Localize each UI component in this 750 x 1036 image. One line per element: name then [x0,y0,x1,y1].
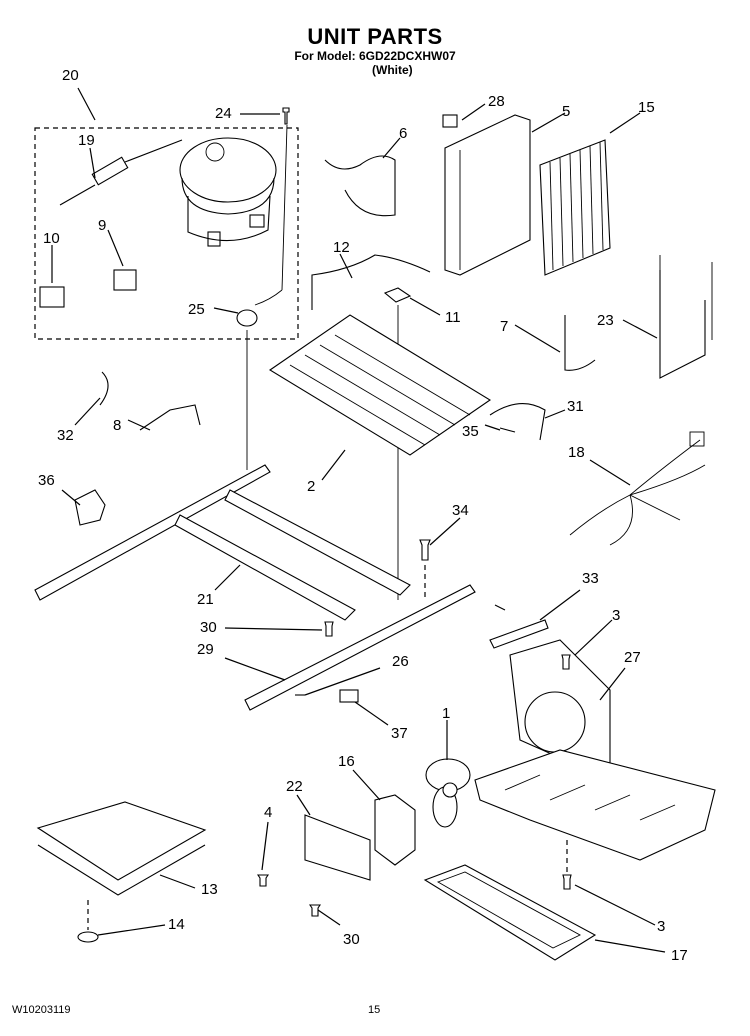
callout-label: 21 [197,591,214,608]
callout-label: 26 [392,653,409,670]
compressor-assembly-boundary [34,127,299,340]
screw-part [499,427,516,433]
callout-label: 23 [597,312,614,329]
drain-pan-liner-part [36,801,207,881]
callout-label: 31 [567,398,584,415]
document-number: W10203119 [12,1004,71,1016]
screw-part [494,604,506,611]
callout-label: 34 [452,502,469,519]
screw-part [282,107,290,125]
condenser-part [268,314,492,456]
drain-pan-part [423,864,597,961]
callout-label: 35 [462,423,479,440]
condenser-tube-part [564,315,596,371]
callout-label: 7 [500,318,508,335]
screw-part [324,621,334,637]
model-number: For Model: 6GD22DCXHW07 [294,49,456,63]
drain-tube-part [99,371,109,406]
model-color: (White) [372,63,413,77]
screw-part [256,874,270,887]
callout-label: 8 [113,417,121,434]
rail-part [244,584,476,711]
evaporator-cover-part [444,114,531,276]
callout-label: 3 [612,607,620,624]
callout-label: 17 [671,947,688,964]
callout-label: 15 [638,99,655,116]
callout-labels: 20 19 24 28 5 15 6 10 9 12 25 11 7 23 32… [38,67,688,964]
bushing-part [339,689,359,703]
evaporator-part [539,139,611,276]
callout-label: 30 [200,619,217,636]
tube-part [324,155,396,217]
callout-label: 10 [43,230,60,247]
clip-part [442,114,458,128]
callout-label: 12 [333,239,350,256]
callout-label: 30 [343,931,360,948]
motor-bracket-part [304,814,371,881]
fan-motor-part [374,794,416,866]
grommet-part [236,309,258,327]
page-number: 15 [368,1004,381,1016]
callout-label: 32 [57,427,74,444]
compressor-part [179,137,277,247]
heat-exchanger-part [311,254,431,310]
callout-label: 2 [307,478,315,495]
tube-assembly-part [659,270,706,379]
callout-label: 1 [442,705,450,722]
callout-label: 3 [657,918,665,935]
callout-label: 22 [286,778,303,795]
relay-part [39,286,65,308]
callout-label: 18 [568,444,585,461]
callout-label: 29 [197,641,214,658]
callout-label: 13 [201,881,218,898]
screw-part [308,904,322,917]
callout-label: 11 [445,309,461,326]
wire-harness-part [569,431,706,546]
fan-blade-part [425,758,471,828]
baffle-part [489,403,546,441]
base-rail-part [34,464,411,621]
callout-label: 19 [78,132,95,149]
callout-label: 37 [391,725,408,742]
callout-label: 20 [62,67,79,84]
callout-label: 33 [582,570,599,587]
mounting-bracket-part [74,489,106,526]
callout-label: 5 [562,103,570,120]
strap-part [489,619,549,649]
callout-label: 14 [168,916,185,933]
callout-label: 36 [38,472,55,489]
callout-label: 6 [399,125,407,142]
screw-part [561,654,571,670]
leader-lines [51,87,666,953]
screw-part [419,539,431,561]
callout-label: 28 [488,93,505,110]
callout-label: 9 [98,217,106,234]
overload-part [113,269,137,291]
wire-part [139,404,201,431]
fastener-part [77,931,99,943]
page-title: UNIT PARTS [307,24,443,49]
callout-label: 27 [624,649,641,666]
fan-shroud-part [474,639,716,861]
screw-part [562,874,572,890]
callout-label: 24 [215,105,232,122]
callout-label: 16 [338,753,355,770]
callout-label: 4 [264,804,272,821]
filter-drier-part [59,139,183,206]
bracket-part [383,287,412,303]
callout-label: 25 [188,301,205,318]
